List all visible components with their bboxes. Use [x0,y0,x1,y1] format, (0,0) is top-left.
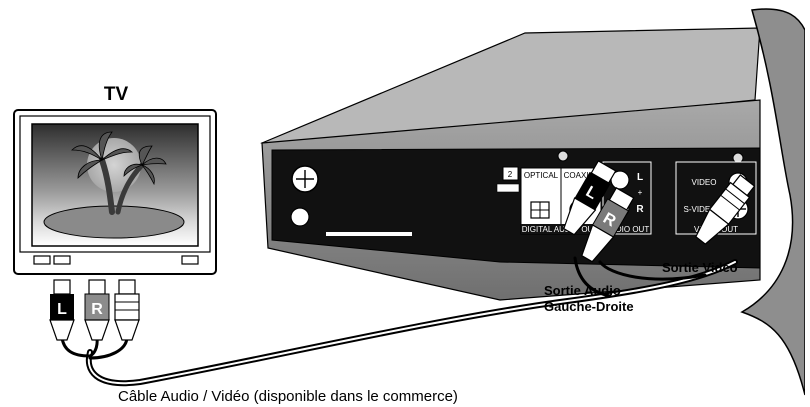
palm-tree-icon [71,131,167,186]
video-out-callout: Sortie Vidéo [662,260,738,275]
audio-out-label: AUDIO OUT [605,225,650,234]
digital-audio-out-label: DIGITAL AUDIO OUT [522,225,599,234]
tv-plug-right-letter: R [91,301,103,318]
audio-out-r-label: R [636,204,644,215]
svg-text:2: 2 [508,170,513,179]
s-video-label: S-VIDEO [684,205,717,214]
tv-plug-right: R [84,279,110,341]
dvd-player: 2 OPTICAL COAXIAL DIGITAL AUDIO OUT L + … [260,27,761,301]
cut-band [740,8,806,396]
tv-label: TV [104,84,129,105]
video-label: VIDEO [692,178,717,187]
tv: TV [13,84,217,275]
av-cable [60,256,738,387]
player-plug-left: L [563,160,617,236]
tv-plug-left-letter: L [57,301,67,318]
player-plug-right: R [581,187,635,263]
optical-label: OPTICAL [524,171,559,180]
audio-out-l-label: L [637,172,643,183]
tv-plug-video [114,279,140,341]
audio-out-callout-line1: Sortie Audio [544,283,621,298]
cable-caption: Câble Audio / Vidéo (disponible dans le … [118,388,458,405]
coaxial-label: COAXIAL [564,171,599,180]
svg-text:+: + [638,188,643,197]
tv-plug-left: L [49,279,75,341]
warning-badge [502,166,519,181]
audio-out-callout-line2: Gauche-Droite [544,299,634,314]
player-plug-video [695,174,756,245]
